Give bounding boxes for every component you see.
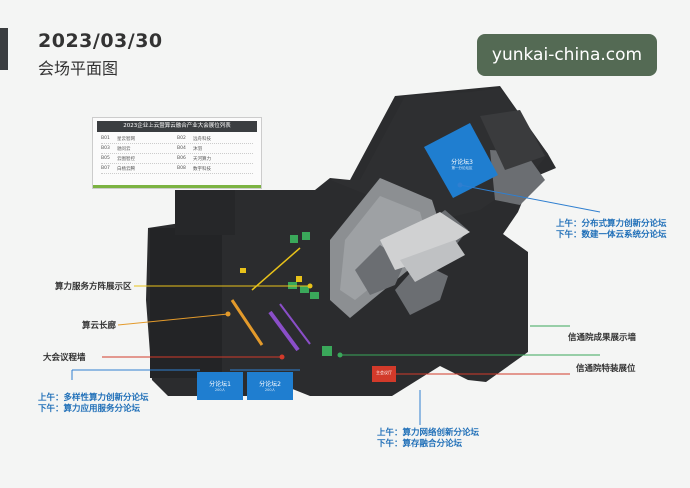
room-sub: 200人 (264, 388, 276, 392)
leader-forum-3 (459, 184, 601, 213)
room-sub: 200人 (214, 388, 226, 392)
legend-name: 远舟科技 (193, 136, 211, 142)
forum-2-room (247, 372, 293, 400)
purple-booth-strip (268, 310, 300, 352)
legend-code: B04 (177, 145, 186, 151)
legend-code: B02 (177, 135, 186, 141)
cloud-corridor-label: 算云长廊 (82, 321, 117, 331)
purple-booth-strip-2 (279, 303, 311, 345)
legend-row: B07 白杨云腾 B08 数宇科技 (101, 164, 253, 174)
right-top-label-line1: 上午：分布式算力创新分论坛 (556, 219, 667, 229)
conference-wall-label: 大会议程墙 (43, 353, 86, 363)
legend-name: 数宇科技 (193, 166, 211, 172)
west-hall (150, 228, 222, 378)
page-subtitle: 会场平面图 (38, 59, 119, 78)
room-name: 分论坛2 (259, 381, 281, 388)
booth-legend-table: 2023企业上云暨算云融合产业大会展位列表 B01 星云智网 B02 远舟科技 B0… (92, 117, 262, 189)
room-sub: 第一分论坛区 (451, 166, 473, 170)
legend-name: 沐羽 (193, 146, 202, 152)
yellow-booths (240, 268, 302, 282)
leader-cloud-corridor (117, 313, 229, 326)
legend-name: 白杨云腾 (117, 166, 135, 172)
legend-name: 驰问云 (117, 146, 131, 152)
bottom-center-label-line2: 下午：算存融合分论坛 (377, 439, 463, 449)
stage-area (380, 212, 470, 270)
legend-code: B05 (101, 155, 110, 161)
forum-1-label: 分论坛1 200人 (197, 379, 243, 393)
north-west-room (175, 190, 235, 235)
legend-name: 云图智控 (117, 156, 135, 162)
yellow-booth-strip (251, 247, 301, 291)
legend-code: B06 (177, 155, 186, 161)
accent-bar (0, 28, 8, 70)
legend-row: B05 云图智控 B06 天河算力 (101, 154, 253, 164)
legend-code: B08 (177, 165, 186, 171)
results-wall-label: 信通院成果展示墙 (568, 333, 637, 343)
watermark-badge: yunkai-china.com (477, 34, 657, 76)
legend-code: B07 (101, 165, 110, 171)
forum-1-room (197, 372, 243, 400)
legend-name: 星云智网 (117, 136, 135, 142)
forum-3-room (424, 123, 498, 198)
legend-title: 2023企业上云暨算云融合产业大会展位列表 (97, 121, 257, 132)
legend-accent-bar (93, 185, 261, 188)
red-room-label: 主会议厅 (376, 370, 392, 375)
legend-row: B01 星云智网 B02 远舟科技 (101, 134, 253, 144)
compute-zone-label: 算力服务方阵展示区 (55, 282, 132, 292)
legend-row: B03 驰问云 B04 沐羽 (101, 144, 253, 154)
legend-code: B03 (101, 145, 110, 151)
special-booth-label: 信通院特装展位 (576, 364, 636, 374)
room-name: 分论坛1 (209, 381, 231, 388)
left-bottom-label-line2: 下午：算力应用服务分论坛 (38, 404, 141, 414)
room-name: 分论坛3 (451, 159, 473, 166)
forum-3-label: 分论坛3 第一分论坛区 (440, 157, 484, 171)
left-bottom-label-line1: 上午：多样性算力创新分论坛 (38, 393, 149, 403)
legend-name: 天河算力 (193, 156, 211, 162)
right-top-label-line2: 下午：数建一体云系统分论坛 (556, 230, 667, 240)
forum-2-label: 分论坛2 200人 (247, 379, 293, 393)
main-hall-red-room (372, 366, 396, 382)
bottom-center-label-line1: 上午：算力网络创新分论坛 (377, 428, 480, 438)
legend-code: B01 (101, 135, 110, 141)
page-date: 2023/03/30 (38, 30, 163, 52)
orange-booth-strip (230, 299, 264, 346)
